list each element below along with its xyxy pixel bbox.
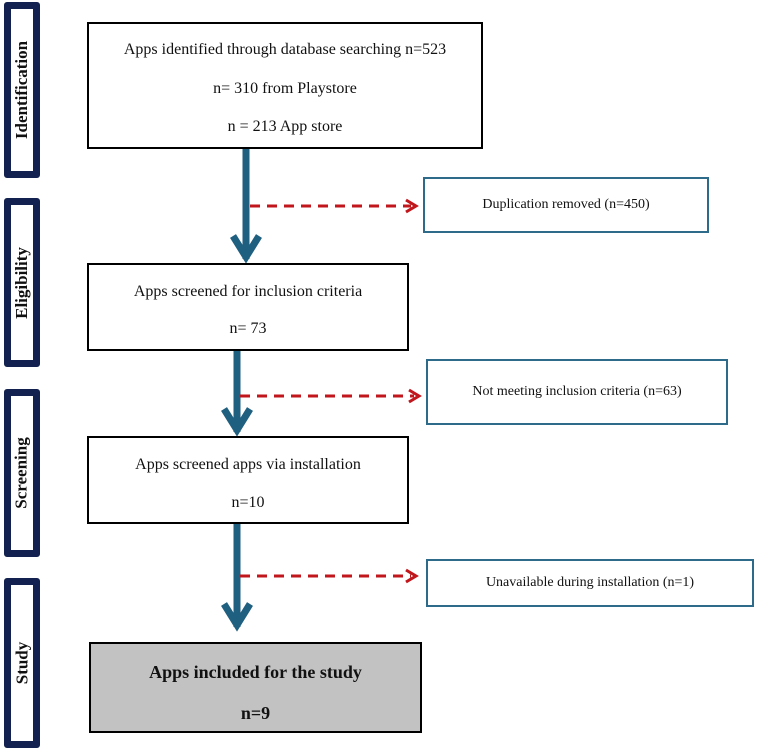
- box-apps-included-line2: n=9: [240, 703, 271, 723]
- box-installation-line1: Apps screened apps via installation: [135, 456, 361, 473]
- box-installation-line2: n=10: [231, 494, 265, 511]
- phase-identification: Identification: [4, 2, 40, 178]
- side-box-unavailable-label: Unavailable during installation (n=1): [485, 575, 695, 590]
- side-box-not-meeting-label: Not meeting inclusion criteria (n=63): [472, 384, 682, 399]
- box-apps-identified-line3: n = 213 App store: [227, 118, 343, 135]
- side-box-duplication-label: Duplication removed (n=450): [482, 197, 650, 212]
- box-apps-identified: Apps identified through database searchi…: [87, 22, 483, 149]
- box-installation: Apps screened apps via installation n=10: [87, 436, 409, 524]
- side-box-duplication: Duplication removed (n=450): [423, 177, 709, 233]
- box-inclusion-criteria: Apps screened for inclusion criteria n= …: [87, 263, 409, 351]
- box-apps-included: Apps included for the study n=9: [89, 642, 422, 733]
- box-apps-identified-line2: n= 310 from Playstore: [213, 80, 357, 97]
- box-apps-identified-line1: Apps identified through database searchi…: [123, 41, 447, 58]
- phase-screening: Screening: [4, 389, 40, 557]
- box-inclusion-criteria-line1: Apps screened for inclusion criteria: [133, 283, 363, 300]
- side-box-not-meeting: Not meeting inclusion criteria (n=63): [426, 359, 728, 425]
- box-inclusion-criteria-line2: n= 73: [229, 320, 267, 337]
- phase-eligibility: Eligibility: [4, 198, 40, 367]
- side-box-unavailable: Unavailable during installation (n=1): [426, 559, 754, 607]
- box-apps-included-line1: Apps included for the study: [149, 662, 362, 682]
- phase-study: Study: [4, 578, 40, 748]
